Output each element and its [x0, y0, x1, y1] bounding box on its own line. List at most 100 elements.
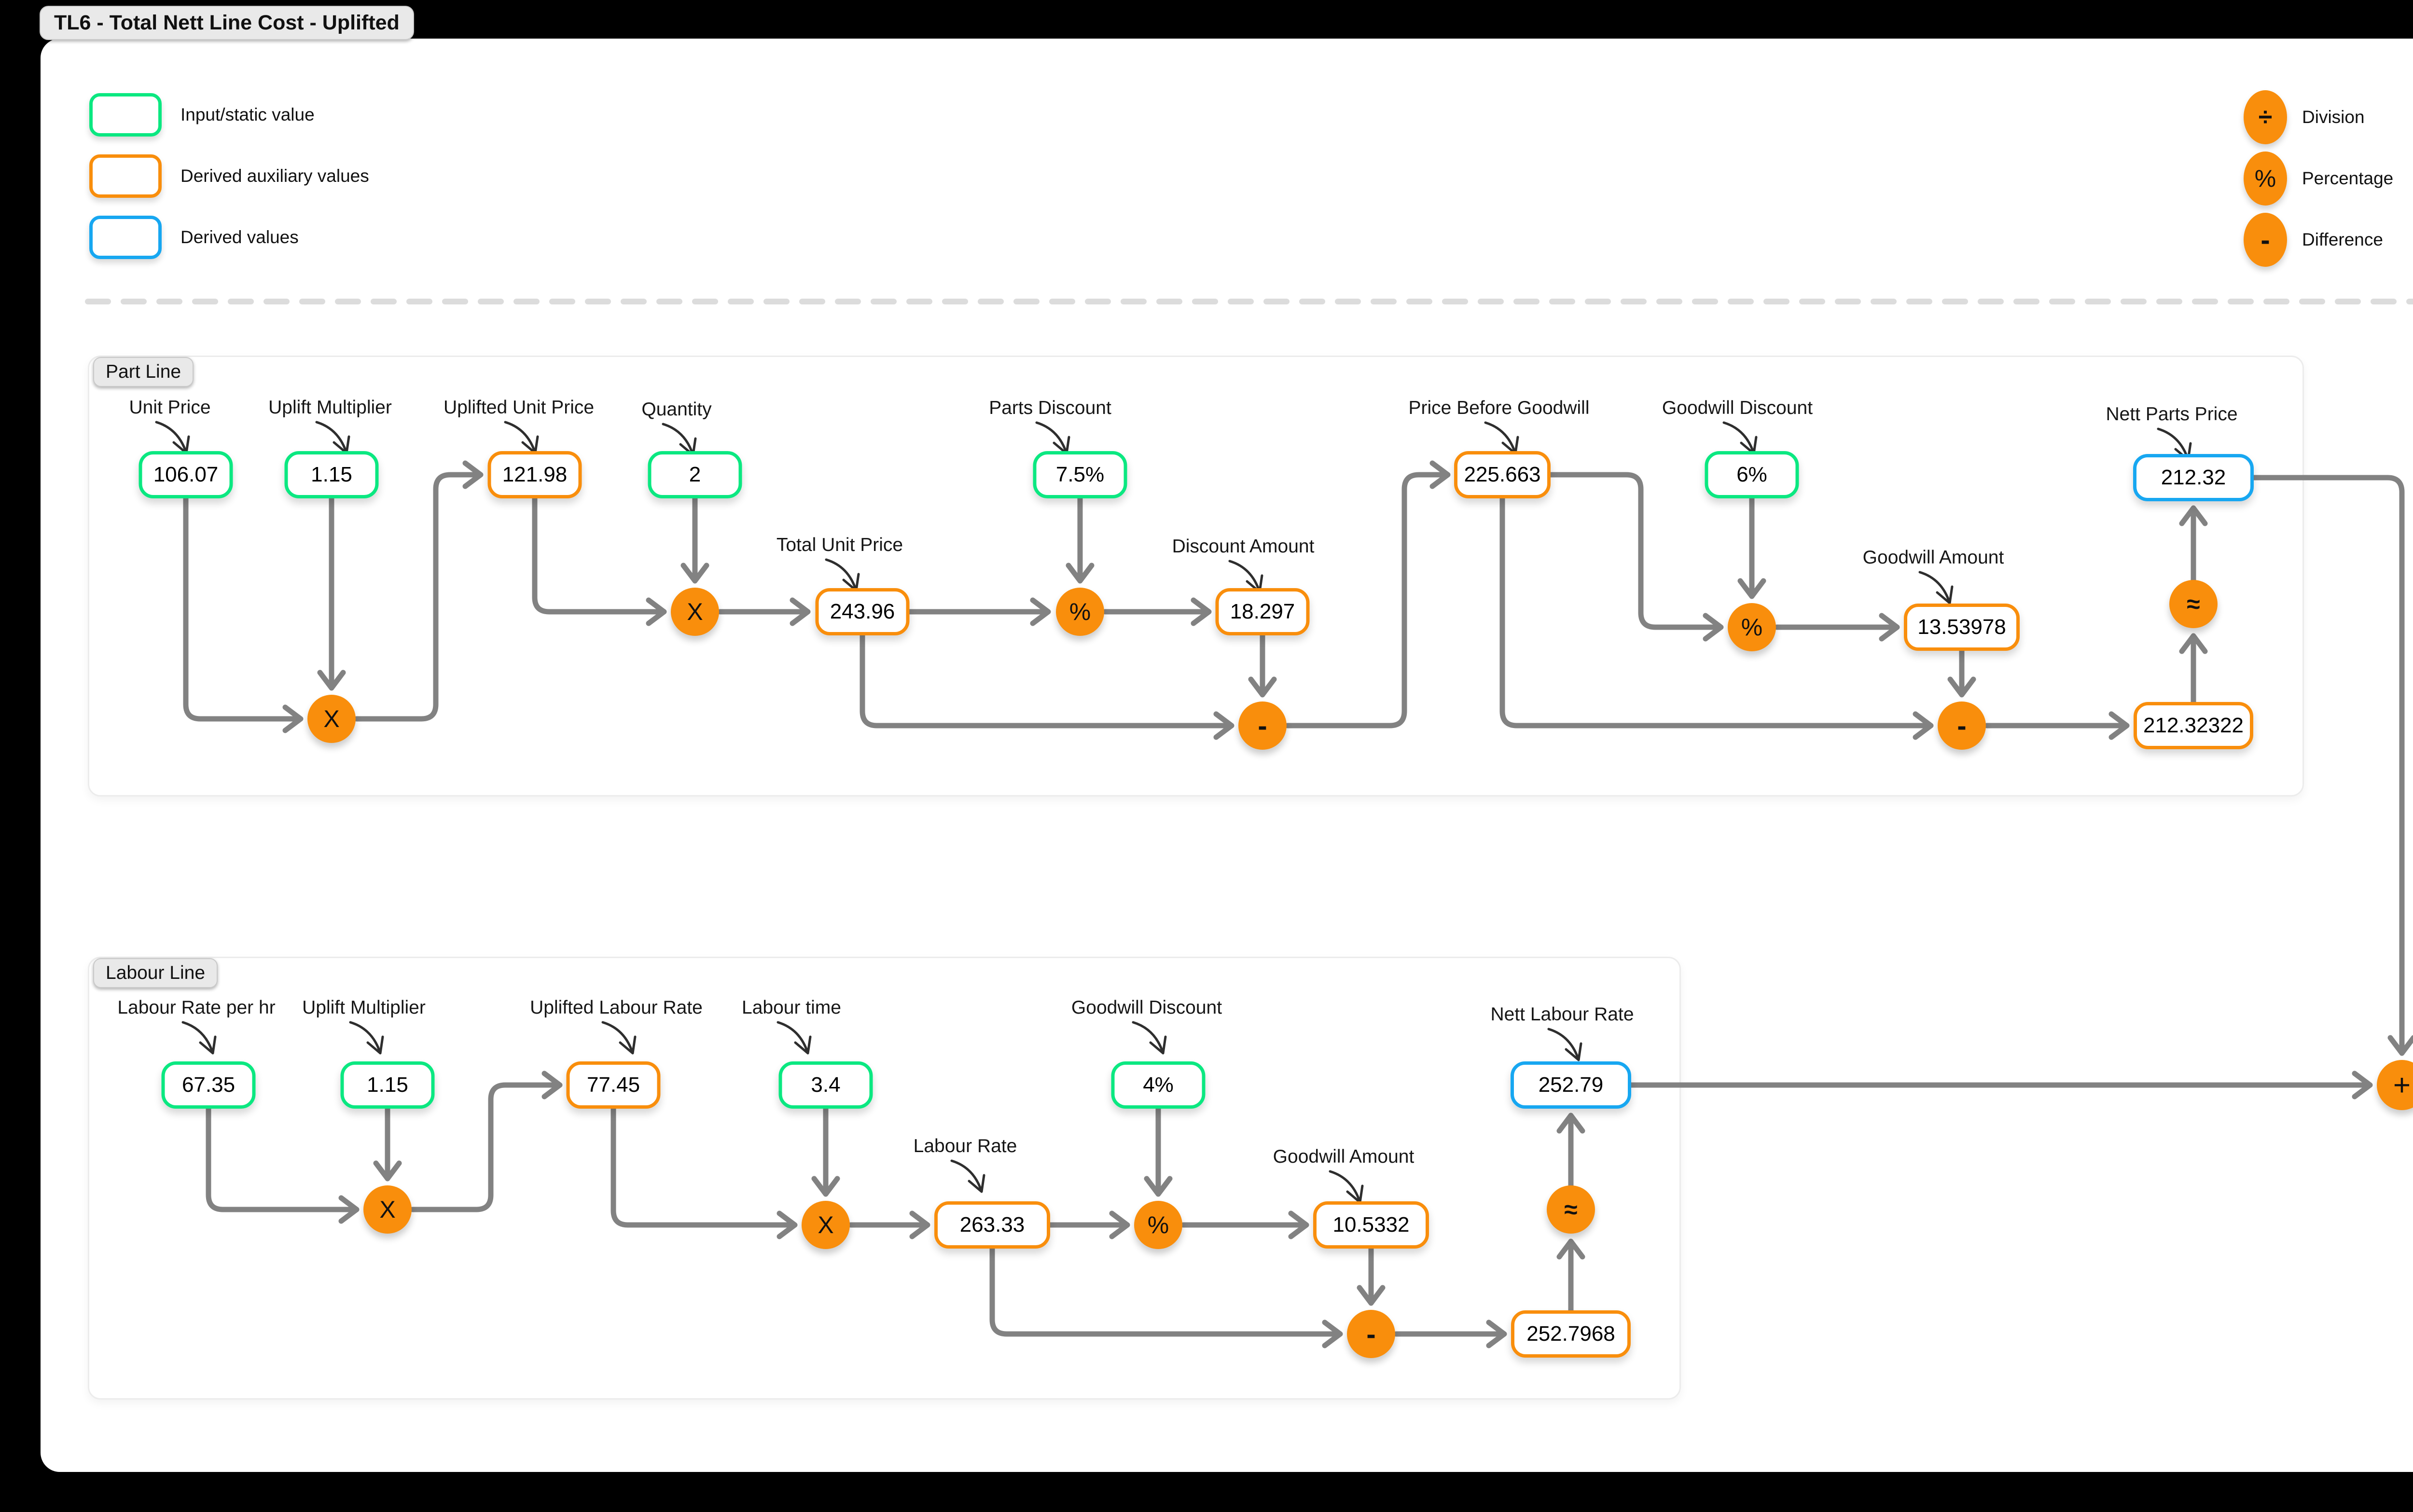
product-icon: X [363, 1185, 412, 1234]
rounding-icon: ≈ [2169, 580, 2218, 628]
difference-icon: - [2244, 213, 2287, 267]
edge-uplift-mult-to-product [317, 495, 346, 691]
legend-input-label: Input/static value [180, 105, 315, 124]
edge-labour-rate-to-percentage [1047, 1210, 1130, 1239]
label-arrow [778, 1022, 810, 1053]
parts-discount-node: 7.5% [1033, 451, 1127, 498]
edge-parts-discount-to-percentage [1066, 495, 1095, 584]
edge-difference-to-price-before-goodwill [1285, 460, 1451, 729]
label-arrow [826, 560, 859, 591]
difference-icon: - [1938, 701, 1986, 750]
label-arrow [183, 1022, 215, 1053]
diagram-title: TL6 - Total Nett Line Cost - Uplifted [40, 6, 414, 40]
edge-difference-to-unrounded-labour [1393, 1320, 1507, 1348]
goodwill-amount-node: 10.5332 [1313, 1201, 1429, 1249]
label-arrow [1037, 423, 1069, 454]
product-icon: X [671, 588, 719, 636]
uplift-multiplier-node: 1.15 [340, 1061, 435, 1109]
unit-price-node: 106.07 [139, 451, 233, 498]
edge-discount-amount-to-difference [1248, 632, 1277, 698]
division-icon: ÷ [2244, 90, 2287, 144]
label-arrow [156, 422, 189, 453]
edge-goodwill-amount-to-difference2 [1947, 648, 1976, 698]
labour-rate-per-hr-node: 67.35 [161, 1061, 256, 1109]
difference-icon: - [1238, 701, 1287, 750]
product-icon: X [307, 695, 356, 743]
edge-nett-labour-rate-to-sum [1628, 1071, 2373, 1100]
edge-total-unit-price-to-percentage [907, 597, 1051, 626]
percentage-icon: % [1728, 603, 1776, 651]
product-icon: X [802, 1201, 850, 1249]
edge-percentage2-to-goodwill-amount [1774, 613, 1900, 642]
label-arrow [1230, 561, 1262, 592]
edge-total-unit-price-to-difference [860, 632, 1234, 740]
edge-uplifted-unit-price-to-product2 [532, 495, 667, 626]
edge-product2-to-labour-rate [848, 1210, 930, 1239]
labour-rate-node: 263.33 [934, 1201, 1050, 1249]
edge-uplift-mult-to-product-labour [373, 1106, 402, 1182]
goodwill-discount-node: 6% [1705, 451, 1799, 498]
unit-price-label: Unit Price [129, 397, 211, 418]
legend-derived-swatch [89, 216, 162, 259]
labour-rate-label: Labour Rate [913, 1136, 1017, 1156]
edge-labour-time-to-product2 [811, 1106, 840, 1197]
parts-discount-label: Parts Discount [989, 398, 1111, 418]
edge-goodwill-discount-to-percentage-labour [1144, 1106, 1173, 1197]
edge-uplifted-labour-rate-to-product2 [610, 1106, 798, 1239]
edge-rounding-to-nett-parts-price [2179, 505, 2208, 583]
edge-difference2-to-unrounded [1984, 711, 2130, 740]
labour-time-label: Labour time [742, 997, 841, 1018]
flow-connectors [183, 460, 2413, 1348]
label-arrow [663, 424, 695, 455]
nett-labour-rate-label: Nett Labour Rate [1490, 1004, 1634, 1025]
unrounded-nett-parts-price-node: 212.32322 [2134, 702, 2253, 749]
legend-division-label: Division [2302, 107, 2365, 127]
goodwill-discount-label: Goodwill Discount [1662, 398, 1813, 418]
edge-unrounded-to-rounding-labour [1556, 1238, 1585, 1313]
edge-product-to-uplifted-labour-rate [410, 1071, 563, 1212]
labour-time-node: 3.4 [778, 1061, 873, 1109]
part-line-section-label: Part Line [93, 357, 194, 387]
label-arrow [603, 1022, 635, 1053]
label-arrow [952, 1161, 984, 1192]
legend-derived-label: Derived values [180, 227, 299, 247]
nett-parts-price-label: Nett Parts Price [2106, 404, 2238, 425]
labour-line-section [88, 957, 1681, 1400]
goodwill-amount-label: Goodwill Amount [1273, 1146, 1415, 1167]
rounding-icon: ≈ [1547, 1185, 1595, 1234]
discount-amount-label: Discount Amount [1172, 536, 1315, 557]
sum-icon: + [2377, 1060, 2413, 1110]
edge-price-before-goodwill-to-percentage2 [1548, 472, 1724, 642]
uplift-multiplier-label: Uplift Multiplier [302, 997, 426, 1018]
edge-goodwill-discount-to-percentage2 [1737, 495, 1766, 599]
legend-auxiliary-label: Derived auxiliary values [180, 166, 369, 186]
edge-rounding-to-nett-labour-rate [1556, 1113, 1585, 1188]
goodwill-discount-node: 4% [1111, 1061, 1206, 1109]
edge-labour-rate-hr-to-product [206, 1106, 360, 1224]
quantity-node: 2 [648, 451, 742, 498]
labour-line-section-label: Labour Line [93, 958, 218, 988]
uplift-multiplier-node: 1.15 [284, 451, 379, 498]
unrounded-nett-labour-rate-node: 252.7968 [1511, 1310, 1631, 1358]
edge-labour-rate-to-difference [989, 1246, 1343, 1348]
legend-percentage-label: Percentage [2302, 168, 2394, 188]
label-arrow [350, 1022, 383, 1053]
total-unit-price-node: 243.96 [815, 588, 910, 635]
uplifted-labour-rate-label: Uplifted Labour Rate [530, 997, 703, 1018]
label-arrow [1549, 1029, 1581, 1060]
goodwill-discount-label: Goodwill Discount [1071, 997, 1222, 1018]
label-arrow [505, 422, 538, 453]
edge-percentage-to-goodwill-amount-labour [1180, 1210, 1309, 1239]
uplifted-unit-price-node: 121.98 [487, 451, 582, 498]
uplift-multiplier-label: Uplift Multiplier [268, 397, 392, 418]
label-arrow [1330, 1171, 1362, 1202]
goodwill-amount-node: 13.53978 [1904, 604, 2020, 651]
legend-auxiliary-swatch [89, 154, 162, 198]
discount-amount-node: 18.297 [1215, 588, 1310, 635]
uplifted-unit-price-label: Uplifted Unit Price [443, 397, 595, 418]
label-arrow [1485, 423, 1518, 454]
nett-labour-rate-node: 252.79 [1511, 1061, 1631, 1109]
edge-product-to-uplifted-unit-price [354, 460, 484, 722]
